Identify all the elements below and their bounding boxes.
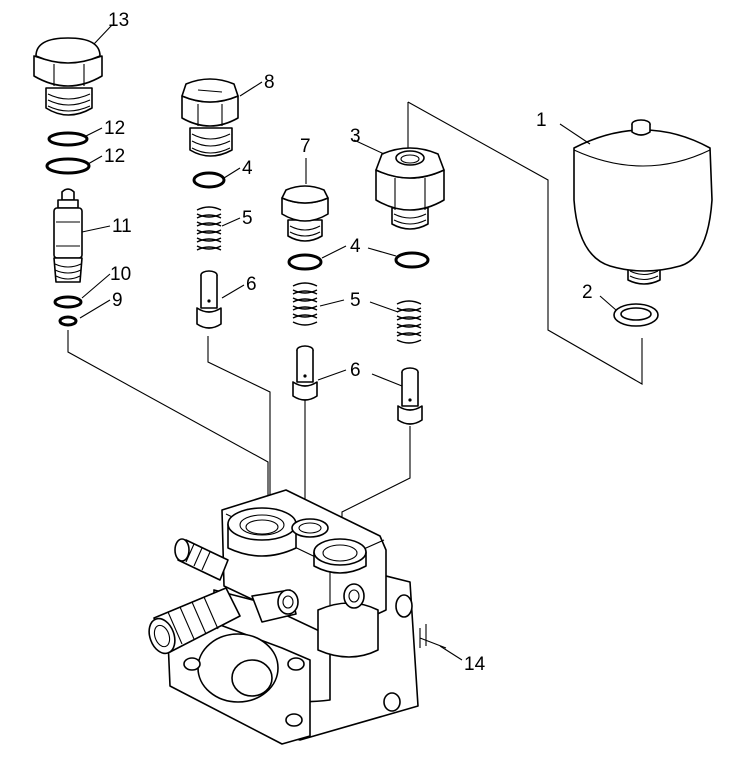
port-middle [291,518,329,538]
callout-12-lower: 12 [104,146,125,167]
callout-6-left: 6 [246,274,257,295]
callout-numbers: 13 8 12 12 4 5 11 6 10 9 7 3 4 5 6 1 2 1… [104,10,593,675]
part-5-spring-left [196,206,222,251]
part-12-o-ring-upper [47,131,89,147]
part-4-o-ring-left [192,171,226,189]
callout-14: 14 [464,654,486,675]
part-12-o-ring-lower [45,157,91,175]
callout-5-left: 5 [242,208,253,229]
callout-10: 10 [110,264,131,285]
part-6-valve-pin-left [196,270,222,329]
port-right [313,538,367,574]
part-2-washer [613,303,659,327]
part-3-hex-fitting [375,147,445,230]
part-4-o-ring-right [394,251,430,269]
part-7-small-plug [281,185,329,242]
callout-2: 2 [582,282,593,303]
callout-4-left: 4 [242,158,253,179]
part-4-o-ring-middle [287,253,323,271]
part-5-spring-right [396,300,422,344]
hose-nipple-upper [174,538,229,581]
part-13-plug [33,37,103,116]
part-8-hex-plug [181,78,239,157]
port-left [227,507,297,557]
callout-11: 11 [112,216,132,237]
part-11-valve-insert [53,188,83,283]
callout-7: 7 [300,136,311,157]
assembly-guide-lines [67,101,643,535]
callout-9: 9 [112,290,123,311]
part-6-valve-pin-middle [292,345,318,401]
callout-3: 3 [350,126,361,147]
callout-leaders [79,24,617,661]
front-threaded-inlet [148,587,241,655]
part-9-o-ring [58,315,78,327]
part-1-accumulator [573,119,713,285]
part-6-valve-pin-right [397,367,423,425]
callout-1: 1 [536,110,547,131]
callout-8: 8 [264,72,275,93]
part-5-spring-middle [292,282,318,326]
callout-5-right: 5 [350,290,361,311]
callout-6-right: 6 [350,360,361,381]
part-10-o-ring [53,295,83,309]
callout-13: 13 [108,10,129,31]
pump-head-body [148,489,447,745]
callout-12-upper: 12 [104,118,125,139]
callout-4-right: 4 [350,236,361,257]
